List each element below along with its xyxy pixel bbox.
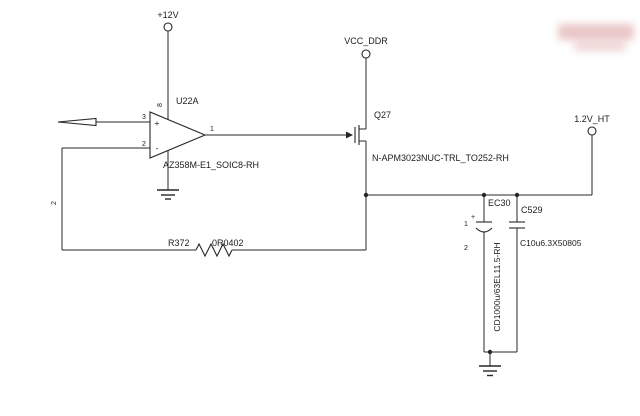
capacitor-pin1-number: 1: [464, 221, 468, 228]
opamp-u22a: + - 3 2 1 8 U22A AZ358M-E1_SOIC8-RH 2: [51, 96, 346, 250]
capacitor-refdes: C529: [521, 205, 543, 215]
power-terminal-circle: [163, 22, 173, 32]
feedback-net-label: 2: [51, 201, 58, 205]
opamp-minus-sign: -: [156, 143, 159, 153]
ground-rail: [479, 349, 517, 377]
ground-symbol: [479, 365, 501, 377]
output-rail: [363, 192, 592, 250]
mosfet-q27: Q27 N-APM3023NUC-TRL_TO252-RH: [346, 110, 509, 195]
capacitor-plus-sign: +: [471, 214, 475, 221]
power-label-1v2-ht: 1.2V_HT: [574, 114, 610, 124]
opamp-part-number: AZ358M-E1_SOIC8-RH: [163, 160, 259, 170]
resistor-r372: R372 0R0402: [62, 238, 366, 258]
power-terminal-circle: [361, 49, 371, 59]
power-terminal-circle: [587, 126, 597, 136]
input-connector-arrow: [57, 117, 97, 127]
opamp-pin3-number: 3: [142, 114, 146, 121]
power-label-vcc-ddr: VCC_DDR: [344, 36, 388, 46]
watermark: [558, 24, 634, 40]
mosfet-part-number: N-APM3023NUC-TRL_TO252-RH: [372, 153, 509, 163]
capacitor-c529: C529 C10u6.3X50805: [509, 192, 582, 352]
capacitor-pin2-number: 2: [464, 245, 468, 252]
opamp-pin1-number: 1: [210, 126, 214, 133]
opamp-refdes: U22A: [176, 96, 199, 106]
capacitor-part-number: CD1000u/63EL11.5-RH: [492, 242, 502, 331]
power-flag-1v2-ht: 1.2V_HT: [574, 114, 610, 195]
mosfet-gate-arrow: [346, 131, 353, 139]
resistor-value: 0R0402: [212, 238, 244, 248]
capacitor-part-number: C10u6.3X50805: [520, 238, 582, 248]
capacitor-ec30: EC30 + 1 2 CD1000u/63EL11.5-RH: [464, 192, 511, 352]
opamp-pin8-number: 8: [157, 103, 164, 107]
mosfet-refdes: Q27: [374, 110, 391, 120]
opamp-plus-sign: +: [155, 118, 160, 128]
power-label-12v: +12V: [157, 10, 178, 20]
resistor-symbol: [195, 242, 233, 258]
capacitor-refdes: EC30: [488, 198, 511, 208]
opamp-symbol: [149, 111, 207, 159]
power-flag-vcc-ddr: VCC_DDR: [344, 36, 388, 129]
capacitor-plate-negative: [475, 227, 493, 233]
power-flag-12v: +12V: [157, 10, 179, 119]
ground-symbol: [157, 189, 179, 200]
watermark: [574, 42, 626, 51]
resistor-refdes: R372: [168, 238, 190, 248]
opamp-pin2-number: 2: [142, 141, 146, 148]
